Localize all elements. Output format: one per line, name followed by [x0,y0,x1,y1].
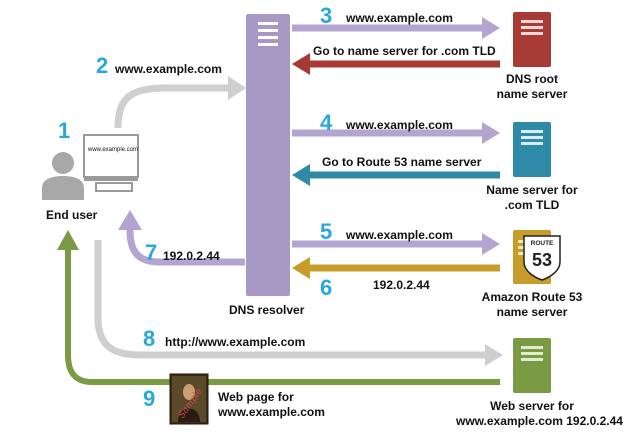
message-step-6: 192.0.2.44 [373,278,430,292]
root-server-label-line1: DNS root [506,72,558,86]
step-1: 1 [58,118,71,143]
webserver-label-line1: Web server for [490,399,574,413]
message-step-3: www.example.com [346,11,453,25]
route-shield-top: ROUTE [531,240,554,247]
arrow-resolver-to-user [126,229,245,266]
arrow-root-to-resolver-head [292,53,310,75]
route-53-shield-server-icon: ROUTE 53 [513,230,561,284]
step-5: 5 [320,219,333,244]
webserver-label-line2: www.example.com 192.0.2.44 [456,414,623,428]
arrow-route53-to-resolver-head [292,257,310,279]
arrow-resolver-to-root-head [482,17,500,39]
message-step-9-line1: Web page for [218,390,294,404]
arrow-user-to-webserver-head [485,344,503,366]
message-step-4: www.example.com [346,118,453,132]
server-icon [513,338,551,393]
server-icon [513,12,551,67]
route53-label-line2: name server [496,305,568,319]
step-3: 3 [320,3,333,28]
route53-label-line1: Amazon Route 53 [481,290,583,304]
message-step-8: http://www.example.com [165,335,306,349]
arrow-tld-to-resolver-head [292,164,310,186]
message-step-7: 192.0.2.44 [163,249,220,263]
route-shield-number: 53 [532,250,552,270]
tld-server-label-line2: .com TLD [504,198,560,212]
step-4: 4 [320,110,333,135]
message-step-5: www.example.com [346,228,453,242]
dns-resolver-label: DNS resolver [229,303,305,317]
arrow-webserver-to-user-head [57,230,79,250]
arrow-resolver-to-route53-head [482,233,500,255]
message-step-2: www.example.com [115,62,222,76]
person-icon [42,152,84,200]
arrow-resolver-to-tld-head [482,122,500,144]
arrow-user-to-webserver [94,240,485,359]
screen-text: www.example.com [88,147,139,153]
computer-monitor-icon [83,134,139,192]
message-step-3-reply: Go to name server for .com TLD [313,44,496,58]
tld-server-label-line1: Name server for [486,183,578,197]
arrow-resolver-to-user-head [118,210,142,230]
step-7: 7 [145,240,158,265]
arrow-user-to-resolver [114,84,228,129]
message-step-9-line2: www.example.com [218,405,325,419]
end-user-label: End user [46,208,98,222]
arrow-webserver-to-user [65,248,500,385]
step-2: 2 [96,53,109,78]
message-step-4-reply: Go to Route 53 name server [322,155,482,169]
server-tower-icon [246,14,290,296]
root-server-label-line2: name server [496,87,568,101]
arrow-user-to-resolver-head [228,76,246,100]
step-9: 9 [143,386,156,411]
webpage-painting-icon: Sample [169,373,209,425]
step-6: 6 [320,275,333,300]
server-icon [513,122,551,177]
step-8: 8 [143,326,156,351]
